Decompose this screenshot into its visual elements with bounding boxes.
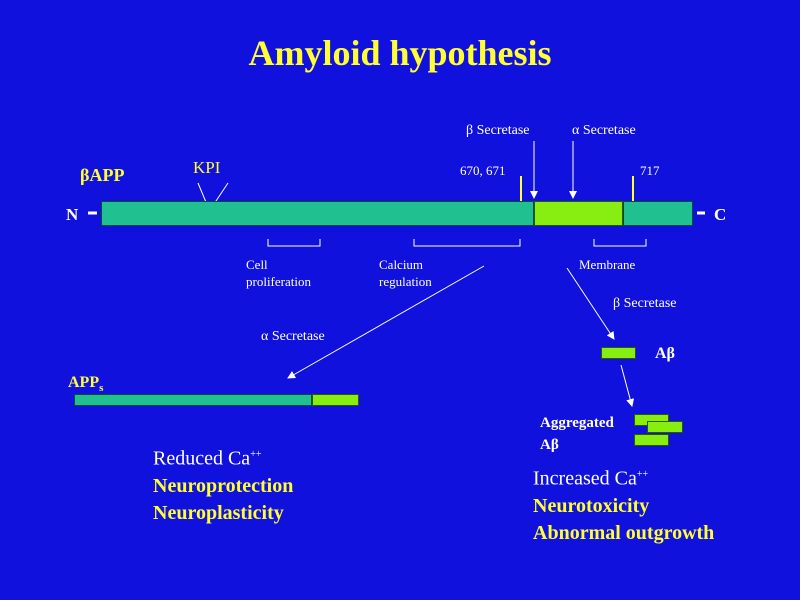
apps-bar-teal xyxy=(74,394,312,406)
increased-ca-text: Increased Ca++ xyxy=(533,467,649,490)
aggregation-arrow xyxy=(620,364,635,407)
aggregate-block-3 xyxy=(634,434,669,446)
app-bar-abeta-region xyxy=(534,201,623,226)
alpha-pathway-label: α Secretase xyxy=(261,329,325,344)
bracket-calcium xyxy=(413,239,521,247)
aggregate-block-2 xyxy=(647,421,683,433)
beta-pathway-arrow xyxy=(566,267,615,340)
bracket-membrane xyxy=(593,239,647,247)
beta-pathway-label: β Secretase xyxy=(613,296,677,311)
abeta-monomer xyxy=(601,347,636,359)
neuroprotection-text: Neuroprotection xyxy=(153,474,294,497)
n-terminus-label: N xyxy=(66,205,79,224)
left-outcome: Reduced Ca++ Neuroprotection Neuroplasti… xyxy=(153,441,293,527)
abnormal-outgrowth-text: Abnormal outgrowth xyxy=(533,521,715,544)
alpha-secretase-label: α Secretase xyxy=(572,123,636,138)
app-bar-intracellular xyxy=(623,201,693,226)
neuroplasticity-text: Neuroplasticity xyxy=(153,501,284,524)
neurotoxicity-text: Neurotoxicity xyxy=(533,494,650,517)
site-717-label: 717 xyxy=(640,163,660,178)
page-title: Amyloid hypothesis xyxy=(248,33,552,73)
abeta-label: Aβ xyxy=(655,345,675,362)
right-outcome: Increased Ca++ Neurotoxicity Abnormal ou… xyxy=(533,461,714,547)
c-terminus-label: C xyxy=(714,205,727,224)
apps-label: APPs xyxy=(68,374,104,395)
beta-app-label: βAPP xyxy=(80,165,125,185)
apps-bar-lime xyxy=(312,394,359,406)
app-bar-extracellular xyxy=(101,201,534,226)
site-670-label: 670, 671 xyxy=(460,163,506,178)
alpha-pathway-arrow xyxy=(287,265,485,379)
reduced-ca-text: Reduced Ca++ xyxy=(153,447,262,470)
bracket-cell xyxy=(267,239,321,247)
membrane-label: Membrane xyxy=(579,257,636,272)
beta-secretase-label: β Secretase xyxy=(466,123,530,138)
kpi-label: KPI xyxy=(193,158,221,177)
